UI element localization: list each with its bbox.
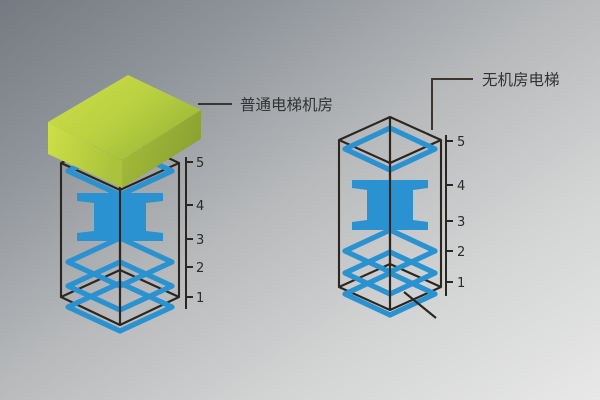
floor-axis-left: 5 4 3 2 1 <box>185 156 204 309</box>
machine-room-box <box>48 75 201 188</box>
rail-ring-bottom <box>65 280 175 334</box>
leader-line-right <box>431 78 473 130</box>
label-traditional-elevator: 普通电梯机房 <box>240 96 333 114</box>
shaft-center-post-right <box>388 117 437 319</box>
unit-machine-room-less-elevator: 5 4 3 2 1 无机房电梯 <box>337 71 560 319</box>
label-machine-room-less-elevator: 无机房电梯 <box>482 71 560 89</box>
floor-tick-label: 1 <box>457 276 465 291</box>
rail-ring-bottom <box>342 270 438 318</box>
floor-tick-label: 5 <box>196 156 204 171</box>
floor-tick-label: 3 <box>457 215 465 230</box>
floor-tick-label: 2 <box>196 261 204 276</box>
floor-axis-right: 5 4 3 2 1 <box>445 135 465 296</box>
floor-tick-label: 2 <box>457 245 465 260</box>
floor-tick-label: 4 <box>457 179 465 194</box>
floor-tick-label: 5 <box>457 135 465 150</box>
floor-tick-label: 3 <box>196 233 204 248</box>
unit-traditional-elevator: 5 4 3 2 1 普通电梯机房 <box>48 75 333 334</box>
shaft-pit-leader <box>403 291 437 319</box>
floor-tick-label: 1 <box>196 291 204 306</box>
floor-tick-label: 4 <box>196 199 204 214</box>
